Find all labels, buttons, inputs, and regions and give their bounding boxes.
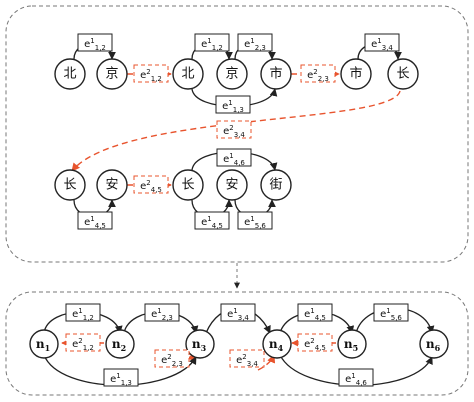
node-label: 市 xyxy=(269,66,282,82)
svg-text:e12,3: e12,3 xyxy=(244,37,266,52)
svg-text:e24,5: e24,5 xyxy=(304,337,326,352)
svg-text:e13,4: e13,4 xyxy=(227,307,249,322)
node-label: 安 xyxy=(225,178,238,193)
svg-text:e24,5: e24,5 xyxy=(140,179,162,194)
node-bjs-bei: 北 xyxy=(172,58,204,90)
label-e3-chang-an: e14,5 xyxy=(194,211,230,230)
svg-text:e11,3: e11,3 xyxy=(110,372,132,387)
svg-text:e11,2: e11,2 xyxy=(201,37,223,52)
label-e-n3-n4: e13,4 xyxy=(220,303,256,322)
bottom-panel-border xyxy=(5,291,469,396)
svg-text:e14,6: e14,6 xyxy=(223,152,245,167)
node-label: 京 xyxy=(105,67,118,82)
label-e-n4-red: e23,4 xyxy=(229,349,265,368)
svg-text:e15,6: e15,6 xyxy=(380,307,402,322)
label-e-n1-n2: e11,2 xyxy=(65,303,101,322)
node-label: 街 xyxy=(269,178,282,193)
label-e-n2-n1-red: e21,2 xyxy=(65,333,101,352)
label-e2-bei-jing: e11,2 xyxy=(194,33,230,52)
svg-text:n4: n4 xyxy=(269,337,284,353)
label-e3-an-jie: e15,6 xyxy=(237,211,273,230)
node-label: 安 xyxy=(105,178,118,193)
label-e-n1-n3: e11,3 xyxy=(103,368,139,387)
node-label: 长 xyxy=(181,178,194,193)
node-label: 市 xyxy=(349,66,362,82)
svg-text:e13,4: e13,4 xyxy=(371,37,393,52)
svg-text:e11,2: e11,2 xyxy=(84,37,106,52)
svg-text:e11,3: e11,3 xyxy=(222,99,244,114)
node-label: 长 xyxy=(396,67,409,82)
label-e-n4-n6: e14,6 xyxy=(338,368,374,387)
node-bjs-shi: 市 xyxy=(260,58,292,90)
svg-text:e21,2: e21,2 xyxy=(140,68,162,83)
label-e-cross-45: e24,5 xyxy=(133,175,169,194)
svg-text:n6: n6 xyxy=(426,337,441,353)
svg-text:e14,5: e14,5 xyxy=(304,307,326,322)
svg-text:e15,6: e15,6 xyxy=(244,215,266,230)
node-n2: n2 xyxy=(105,329,135,359)
svg-text:e14,5: e14,5 xyxy=(201,215,223,230)
svg-text:e12,3: e12,3 xyxy=(151,307,173,322)
node-n1: n1 xyxy=(29,329,59,359)
node-label: 长 xyxy=(63,178,76,193)
label-e-n2-n3: e12,3 xyxy=(144,303,180,322)
node-n4: n4 xyxy=(262,329,292,359)
svg-text:e23,4: e23,4 xyxy=(236,353,258,368)
label-e2-jing-shi: e12,3 xyxy=(237,33,273,52)
label-e-n4-n5: e14,5 xyxy=(297,303,333,322)
label-e-bei-jing: e11,2 xyxy=(77,33,113,52)
node-n5: n5 xyxy=(337,329,367,359)
node-caj-an: 安 xyxy=(216,169,248,201)
node-n3: n3 xyxy=(185,329,215,359)
label-e-n5-n4-red: e24,5 xyxy=(297,333,333,352)
label-e-chang-jie: e14,6 xyxy=(216,148,252,167)
label-e2-bei-shi: e11,3 xyxy=(215,95,251,114)
node-label: 京 xyxy=(225,67,238,82)
svg-text:e22,3: e22,3 xyxy=(307,68,329,83)
node-sc-shi: 市 xyxy=(340,58,372,90)
label-e-n3-red: e22,3 xyxy=(154,349,190,368)
node-ca-an: 安 xyxy=(96,169,128,201)
label-e-cross-12: e21,2 xyxy=(133,64,169,83)
svg-text:e22,3: e22,3 xyxy=(161,353,183,368)
node-caj-jie: 街 xyxy=(260,169,292,201)
node-ca-chang: 长 xyxy=(54,169,86,201)
label-e-chang-an: e14,5 xyxy=(77,211,113,230)
svg-text:n2: n2 xyxy=(112,337,126,353)
svg-text:n5: n5 xyxy=(344,337,358,353)
label-e-shi-chang: e13,4 xyxy=(364,33,400,52)
node-beijing-jing: 京 xyxy=(96,58,128,90)
svg-text:n1: n1 xyxy=(36,337,50,353)
node-label: 北 xyxy=(63,67,76,82)
label-e-cross-23: e22,3 xyxy=(300,64,336,83)
label-e-cross-34: e23,4 xyxy=(216,120,252,139)
node-beijing-bei: 北 xyxy=(54,58,86,90)
top-panel-border xyxy=(5,5,469,263)
node-bjs-jing: 京 xyxy=(216,58,248,90)
node-caj-chang: 长 xyxy=(172,169,204,201)
svg-text:e14,6: e14,6 xyxy=(345,372,367,387)
svg-text:e21,2: e21,2 xyxy=(72,337,94,352)
svg-text:e11,2: e11,2 xyxy=(72,307,94,322)
label-e-n5-n6: e15,6 xyxy=(373,303,409,322)
svg-text:n3: n3 xyxy=(192,337,207,353)
svg-text:e14,5: e14,5 xyxy=(84,215,106,230)
node-n6: n6 xyxy=(419,329,449,359)
svg-text:e23,4: e23,4 xyxy=(223,124,245,139)
node-label: 北 xyxy=(181,67,194,82)
node-sc-chang: 长 xyxy=(387,58,419,90)
